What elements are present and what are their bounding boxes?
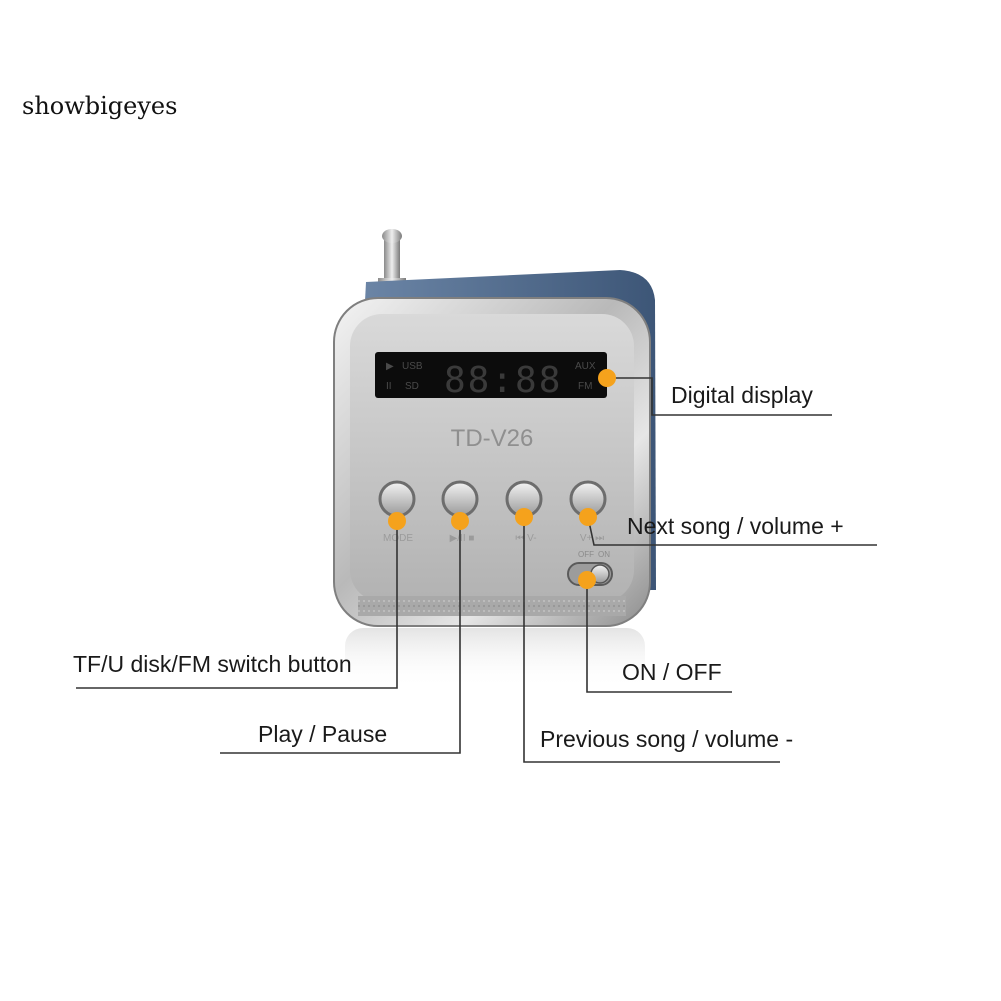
leader-next-song	[587, 516, 877, 546]
leader-on-off	[586, 580, 732, 693]
callout-play-pause: Play / Pause	[258, 721, 388, 747]
leader-lines	[76, 377, 877, 763]
watermark: showbigeyes	[22, 92, 178, 120]
leader-mode-button	[76, 521, 398, 689]
table-reflection	[345, 628, 645, 688]
leader-digital-display	[607, 377, 832, 416]
indicator-pause: II	[386, 381, 392, 392]
digital-display: ▶ USB II SD 88:88 AUX FM	[375, 352, 607, 401]
callout-on-off: ON / OFF	[622, 659, 722, 685]
switch-on-label: ON	[598, 550, 610, 559]
dot-on-off	[578, 571, 596, 589]
speaker-grille	[358, 596, 626, 616]
leader-previous-song	[523, 517, 780, 763]
lcd-digits: 88:88	[444, 360, 562, 401]
indicator-usb: USB	[402, 361, 423, 372]
leader-play-pause	[220, 521, 461, 754]
callout-next-song: Next song / volume +	[627, 513, 844, 539]
play-button-label: ▶/II ■	[450, 533, 475, 544]
dot-digital-display	[598, 369, 616, 387]
indicator-fm: FM	[578, 381, 592, 392]
mode-button[interactable]	[378, 480, 416, 518]
callout-digital-display: Digital display	[671, 382, 813, 408]
dot-mode-button	[388, 512, 406, 530]
play-pause-button[interactable]	[441, 480, 479, 518]
indicator-play: ▶	[386, 361, 394, 372]
dot-previous-song	[515, 508, 533, 526]
mode-button-label: MODE	[383, 533, 413, 544]
dot-next-song	[579, 508, 597, 526]
dot-play-pause	[451, 512, 469, 530]
previous-button-label: ⏮ V-	[515, 533, 536, 544]
callout-dots	[388, 369, 616, 589]
indicator-sd: SD	[405, 381, 419, 392]
switch-off-label: OFF	[578, 550, 594, 559]
callout-previous-song: Previous song / volume -	[540, 726, 794, 752]
indicator-aux: AUX	[575, 361, 596, 372]
callout-mode-button: TF/U disk/FM switch button	[73, 651, 352, 677]
model-label: TD-V26	[451, 425, 534, 452]
